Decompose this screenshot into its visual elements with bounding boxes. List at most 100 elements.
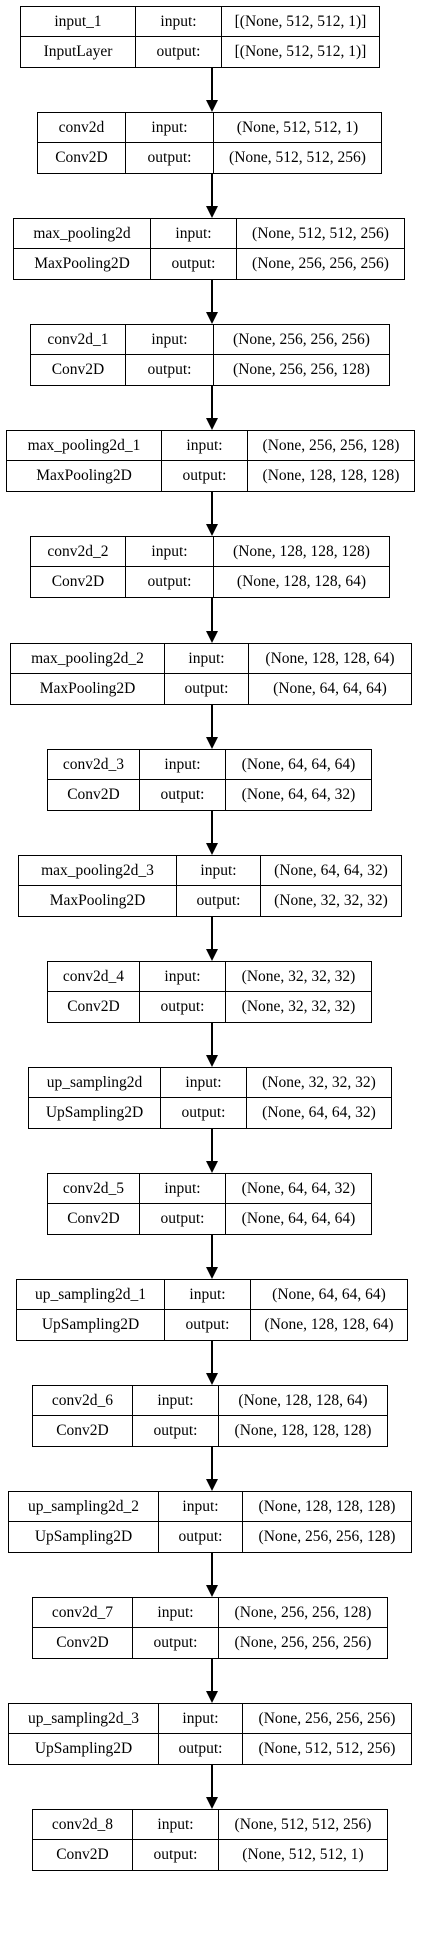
connector-line	[211, 68, 213, 100]
input-shape: (None, 512, 512, 1)	[214, 113, 381, 143]
input-shape: (None, 32, 32, 32)	[247, 1068, 391, 1098]
output-label: output:	[151, 249, 237, 279]
output-label: output:	[140, 992, 226, 1022]
layer-type: UpSampling2D	[9, 1734, 159, 1764]
arrow-down-icon	[206, 1373, 218, 1385]
connector-line	[211, 1659, 213, 1691]
output-shape: (None, 512, 512, 256)	[229, 149, 366, 166]
input-label: input:	[140, 1174, 226, 1204]
layer-type: InputLayer	[21, 37, 136, 67]
layer-type: UpSampling2D	[17, 1310, 165, 1340]
arrow-down-icon	[206, 949, 218, 961]
output-label: output:	[165, 1310, 251, 1340]
layer-type: Conv2D	[33, 1840, 133, 1870]
output-label: output:	[126, 355, 214, 385]
input-shape: (None, 512, 512, 256)	[219, 1810, 387, 1840]
input-shape: (None, 64, 64, 64)	[226, 750, 371, 780]
layer-type: MaxPooling2D	[11, 674, 165, 704]
connector-line	[211, 811, 213, 843]
layer-name: up_sampling2d	[29, 1068, 161, 1098]
output-shape: [(None, 512, 512, 1)]	[234, 43, 367, 60]
layer-type: MaxPooling2D	[19, 886, 177, 916]
layer-type: UpSampling2D	[29, 1098, 161, 1128]
input-label: input:	[165, 1280, 251, 1310]
output-label: output:	[133, 1416, 219, 1446]
connector-line	[211, 1129, 213, 1161]
input-shape: (None, 256, 256, 256)	[214, 325, 389, 355]
layer-name: up_sampling2d_2	[9, 1492, 159, 1522]
input-label: input:	[140, 750, 226, 780]
arrow-down-icon	[206, 1267, 218, 1279]
layer-name: conv2d_1	[31, 325, 126, 355]
layer-type: Conv2D	[33, 1628, 133, 1658]
output-label: output:	[136, 37, 222, 67]
layer-type: Conv2D	[33, 1416, 133, 1446]
connector-line	[211, 705, 213, 737]
connector-line	[211, 598, 213, 631]
input-shape: (None, 256, 256, 128)	[219, 1598, 387, 1628]
connector-line	[211, 492, 213, 524]
output-shape: (None, 128, 128, 64)	[236, 573, 367, 590]
output-shape: (None, 256, 256, 256)	[234, 1634, 372, 1651]
arrow-down-icon	[206, 843, 218, 855]
layer-name: input_1	[21, 7, 136, 37]
output-shape: (None, 64, 64, 64)	[273, 680, 387, 697]
layer-name: max_pooling2d_1	[7, 431, 162, 461]
layer-name: max_pooling2d_2	[11, 644, 165, 674]
output-shape: (None, 256, 256, 256)	[252, 255, 389, 272]
connector-line	[211, 1765, 213, 1797]
output-shape: (None, 32, 32, 32)	[241, 998, 356, 1015]
input-shape: (None, 64, 64, 32)	[261, 856, 401, 886]
output-label: output:	[159, 1522, 243, 1552]
arrow-down-icon	[206, 524, 218, 536]
output-label: output:	[165, 674, 249, 704]
layer-type: Conv2D	[31, 567, 126, 597]
connector-line	[211, 386, 213, 418]
arrow-down-icon	[206, 1479, 218, 1491]
input-label: input:	[159, 1492, 243, 1522]
connector-line	[211, 174, 213, 206]
input-label: input:	[126, 537, 214, 567]
layer-type: Conv2D	[38, 143, 126, 173]
layer-name: conv2d_4	[48, 962, 140, 992]
input-shape: (None, 512, 512, 256)	[237, 219, 404, 249]
input-shape: [(None, 512, 512, 1)]	[222, 7, 379, 37]
arrow-down-icon	[206, 1161, 218, 1173]
layer-name: up_sampling2d_3	[9, 1704, 159, 1734]
output-shape: (None, 128, 128, 64)	[264, 1316, 394, 1333]
layer-name: max_pooling2d_3	[19, 856, 177, 886]
input-label: input:	[151, 219, 237, 249]
input-shape: (None, 64, 64, 32)	[226, 1174, 371, 1204]
output-label: output:	[161, 1098, 247, 1128]
connector-line	[211, 917, 213, 949]
output-shape: (None, 128, 128, 128)	[234, 1422, 372, 1439]
output-shape: (None, 512, 512, 1)	[242, 1846, 364, 1863]
output-label: output:	[177, 886, 261, 916]
output-shape: (None, 32, 32, 32)	[274, 892, 388, 909]
output-label: output:	[126, 567, 214, 597]
input-shape: (None, 128, 128, 64)	[219, 1386, 387, 1416]
connector-line	[211, 1235, 213, 1267]
input-label: input:	[133, 1598, 219, 1628]
layer-name: conv2d_2	[31, 537, 126, 567]
arrow-down-icon	[206, 206, 218, 218]
input-label: input:	[159, 1704, 243, 1734]
output-label: output:	[140, 780, 226, 810]
arrow-down-icon	[206, 1797, 218, 1809]
layer-type: MaxPooling2D	[7, 461, 162, 491]
input-shape: (None, 256, 256, 256)	[243, 1704, 411, 1734]
input-label: input:	[140, 962, 226, 992]
